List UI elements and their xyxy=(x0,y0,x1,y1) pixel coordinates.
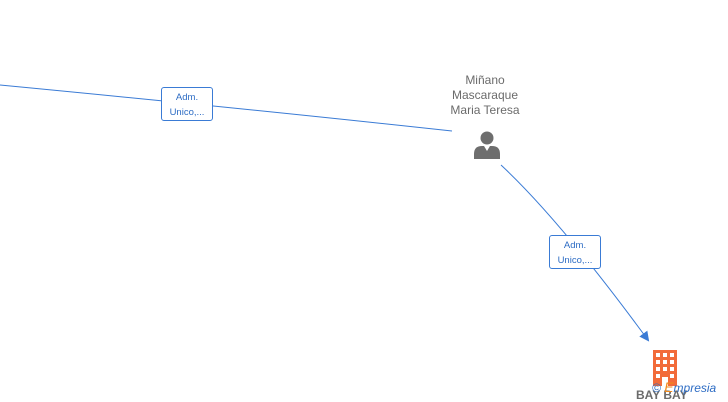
edge-label-line1: Adm. xyxy=(563,240,587,251)
edge-label-line1: Adm. xyxy=(175,92,199,103)
edge-label-line2: Unico,... xyxy=(169,107,205,118)
person-icon[interactable] xyxy=(472,130,502,160)
edge-label-line2: Unico,... xyxy=(557,255,593,266)
brand-initial: E xyxy=(664,379,674,395)
company-name[interactable]: BAY BAY xyxy=(636,388,688,402)
copyright-symbol: © xyxy=(652,381,661,395)
person-name-line1: Miñano xyxy=(465,73,505,87)
brand-rest: mpresia xyxy=(673,381,717,395)
empresia-watermark: © Empresia xyxy=(652,380,716,395)
edge-label-adm-unico-1[interactable]: Adm. Unico,... xyxy=(161,87,213,121)
person-name-line2: Mascaraque xyxy=(451,88,519,102)
edge-label-adm-unico-2[interactable]: Adm. Unico,... xyxy=(549,235,601,269)
building-icon[interactable] xyxy=(652,350,678,386)
edge-line-offscreen-to-person xyxy=(0,84,453,132)
person-name[interactable]: Miñano Mascaraque Maria Teresa xyxy=(435,73,535,118)
person-name-line3: Maria Teresa xyxy=(450,103,520,117)
